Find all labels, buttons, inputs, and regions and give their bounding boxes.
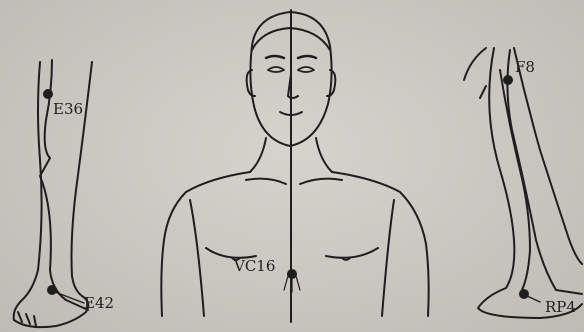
label-e42: E42 <box>84 296 114 311</box>
label-f8: F8 <box>515 60 535 75</box>
right-leg-drawing <box>464 48 582 318</box>
label-e36: E36 <box>53 102 83 117</box>
point-marker-f8 <box>504 76 512 84</box>
point-marker-e42 <box>48 286 56 294</box>
label-rp4: RP4 <box>545 300 576 315</box>
point-marker-e36 <box>44 90 52 98</box>
point-marker-rp4 <box>520 290 528 298</box>
torso-drawing <box>161 12 428 316</box>
label-vc16: VC16 <box>234 259 275 274</box>
